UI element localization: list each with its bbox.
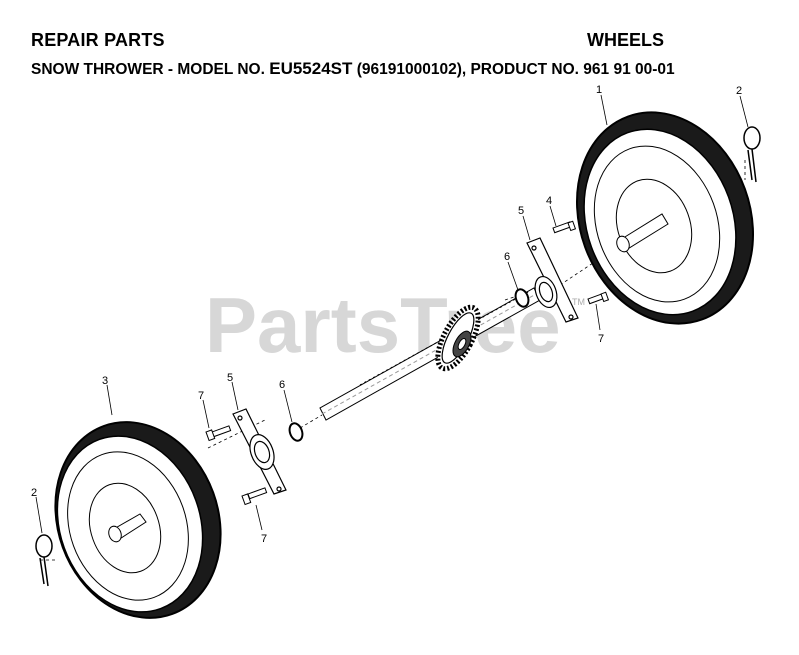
callout-3: 3 bbox=[102, 375, 108, 387]
callout-6-left: 6 bbox=[279, 379, 285, 391]
right-washer bbox=[514, 288, 530, 308]
right-bracket bbox=[526, 237, 579, 323]
callout-leaders bbox=[35, 94, 749, 534]
watermark-trademark: TM bbox=[572, 297, 585, 307]
callout-2-left: 2 bbox=[31, 487, 37, 499]
bolt-lower-left bbox=[241, 487, 268, 506]
section-title: WHEELS bbox=[587, 30, 665, 50]
callout-1: 1 bbox=[596, 84, 602, 96]
subtitle: SNOW THROWER - MODEL NO. EU5524ST (96191… bbox=[31, 59, 675, 79]
left-hairpin-clip bbox=[35, 534, 53, 587]
left-bracket bbox=[232, 408, 287, 495]
right-wheel bbox=[575, 111, 755, 325]
callout-6-right: 6 bbox=[504, 251, 510, 263]
bolt-lower-right bbox=[587, 291, 610, 305]
callout-4: 4 bbox=[546, 195, 552, 207]
page-title: REPAIR PARTS bbox=[31, 30, 165, 50]
left-wheel bbox=[54, 421, 222, 619]
subtitle-suffix: (96191000102), PRODUCT NO. 961 91 00-01 bbox=[352, 61, 675, 78]
bolt-upper-left bbox=[205, 425, 232, 442]
model-number: EU5524ST bbox=[269, 59, 353, 78]
callout-5-left: 5 bbox=[227, 372, 233, 384]
callout-7-lower-left: 7 bbox=[261, 533, 267, 545]
callout-2-right: 2 bbox=[736, 85, 742, 97]
watermark: PartsTree bbox=[205, 281, 561, 369]
gear bbox=[435, 304, 481, 372]
bolt-upper-right bbox=[552, 220, 577, 234]
left-washer bbox=[288, 422, 304, 442]
subtitle-prefix: SNOW THROWER - MODEL NO. bbox=[31, 61, 270, 78]
right-hairpin-clip bbox=[743, 126, 761, 183]
callout-5-right: 5 bbox=[518, 205, 524, 217]
callout-7-right: 7 bbox=[598, 333, 604, 345]
callout-7-upper-left: 7 bbox=[198, 390, 204, 402]
